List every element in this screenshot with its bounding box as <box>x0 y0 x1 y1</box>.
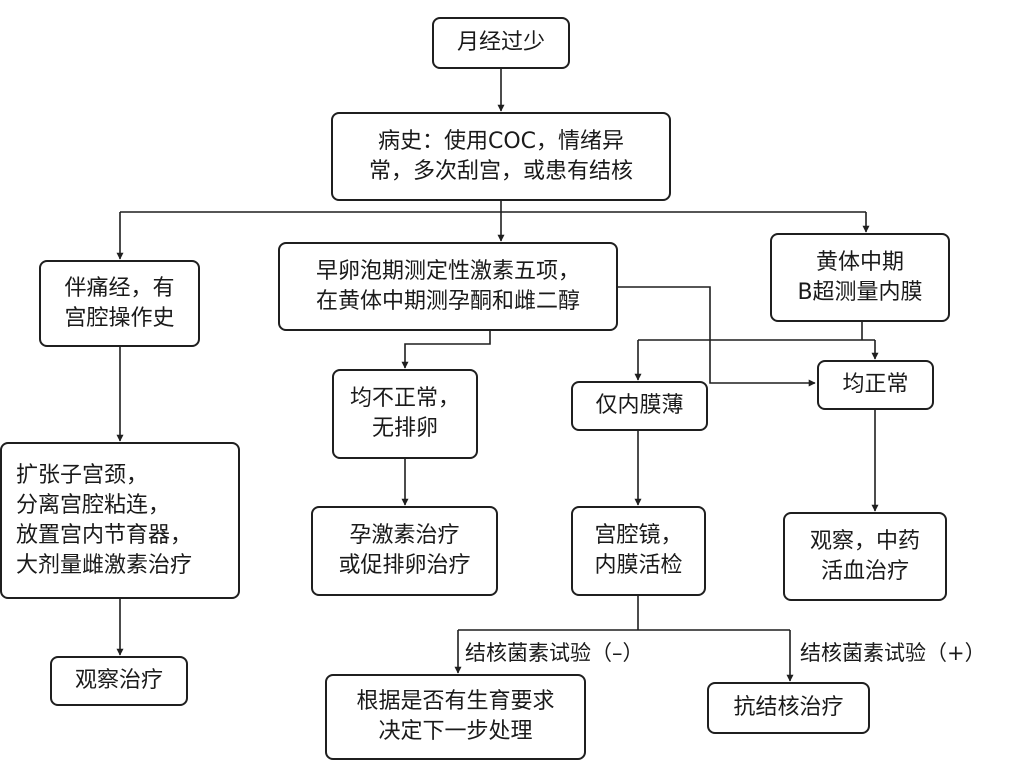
node-text: 活血治疗 <box>820 558 909 584</box>
node-root: 月经过少 <box>432 17 570 69</box>
node-text: 抗结核治疗 <box>733 695 844 720</box>
node-observe-tcm: 观察，中药 活血治疗 <box>783 512 947 601</box>
node-text: B超测量内膜 <box>797 279 923 305</box>
node-fertility-decision: 根据是否有生育要求 决定下一步处理 <box>325 674 586 760</box>
node-text: 均正常 <box>842 372 909 397</box>
node-text: 病史：使用COC，情绪异 <box>377 128 625 154</box>
node-text: 无排卵 <box>371 416 438 441</box>
node-abnormal: 均不正常， 无排卵 <box>332 369 478 459</box>
node-text: 黄体中期 <box>815 249 904 275</box>
node-text: 月经过少 <box>456 30 545 55</box>
node-text: 扩张子宫颈， <box>16 462 149 488</box>
node-text: 内膜活检 <box>594 553 683 578</box>
node-ultrasound: 黄体中期 B超测量内膜 <box>770 233 950 322</box>
node-text: 观察治疗 <box>74 668 163 693</box>
node-dysmenorrhea: 伴痛经，有 宫腔操作史 <box>39 260 200 347</box>
node-progestin-treatment: 孕激素治疗 或促排卵治疗 <box>311 506 498 596</box>
node-text: 宫腔操作史 <box>64 305 175 331</box>
edge-hormone-abnormal <box>401 330 491 369</box>
node-text: 根据是否有生育要求 <box>356 689 555 714</box>
node-thin-endometrium: 仅内膜薄 <box>571 381 708 431</box>
node-text: 观察，中药 <box>809 528 920 554</box>
edge-hormone-normal <box>617 286 816 387</box>
node-text: 仅内膜薄 <box>595 393 684 418</box>
node-text: 伴痛经，有 <box>64 275 175 301</box>
node-text: 常，多次刮宫，或患有结核 <box>368 158 633 184</box>
edge-label-tb-negative: 结核菌素试验（–） <box>465 641 644 665</box>
edge-label-tb-positive: 结核菌素试验（+） <box>800 641 986 665</box>
node-text: 均不正常， <box>349 386 460 411</box>
node-observe-treat: 观察治疗 <box>50 656 188 706</box>
node-anti-tb: 抗结核治疗 <box>707 682 870 734</box>
node-history: 病史：使用COC，情绪异 常，多次刮宫，或患有结核 <box>331 112 671 201</box>
node-text: 决定下一步处理 <box>378 719 533 744</box>
node-text: 大剂量雌激素治疗 <box>16 552 193 578</box>
node-text: 早卵泡期测定性激素五项， <box>315 258 580 284</box>
node-text: 分离宫腔粘连， <box>16 492 171 518</box>
node-text: 或促排卵治疗 <box>338 553 471 578</box>
node-all-normal: 均正常 <box>817 360 934 410</box>
node-hormone-test: 早卵泡期测定性激素五项， 在黄体中期测孕酮和雌二醇 <box>278 242 618 331</box>
node-dilation-treatment: 扩张子宫颈， 分离宫腔粘连， 放置宫内节育器， 大剂量雌激素治疗 <box>0 442 240 599</box>
node-hysteroscopy: 宫腔镜， 内膜活检 <box>571 506 706 596</box>
node-text: 在黄体中期测孕酮和雌二醇 <box>315 288 580 314</box>
node-text: 宫腔镜， <box>594 523 683 548</box>
node-text: 孕激素治疗 <box>349 523 460 548</box>
node-text: 放置宫内节育器， <box>16 522 193 548</box>
